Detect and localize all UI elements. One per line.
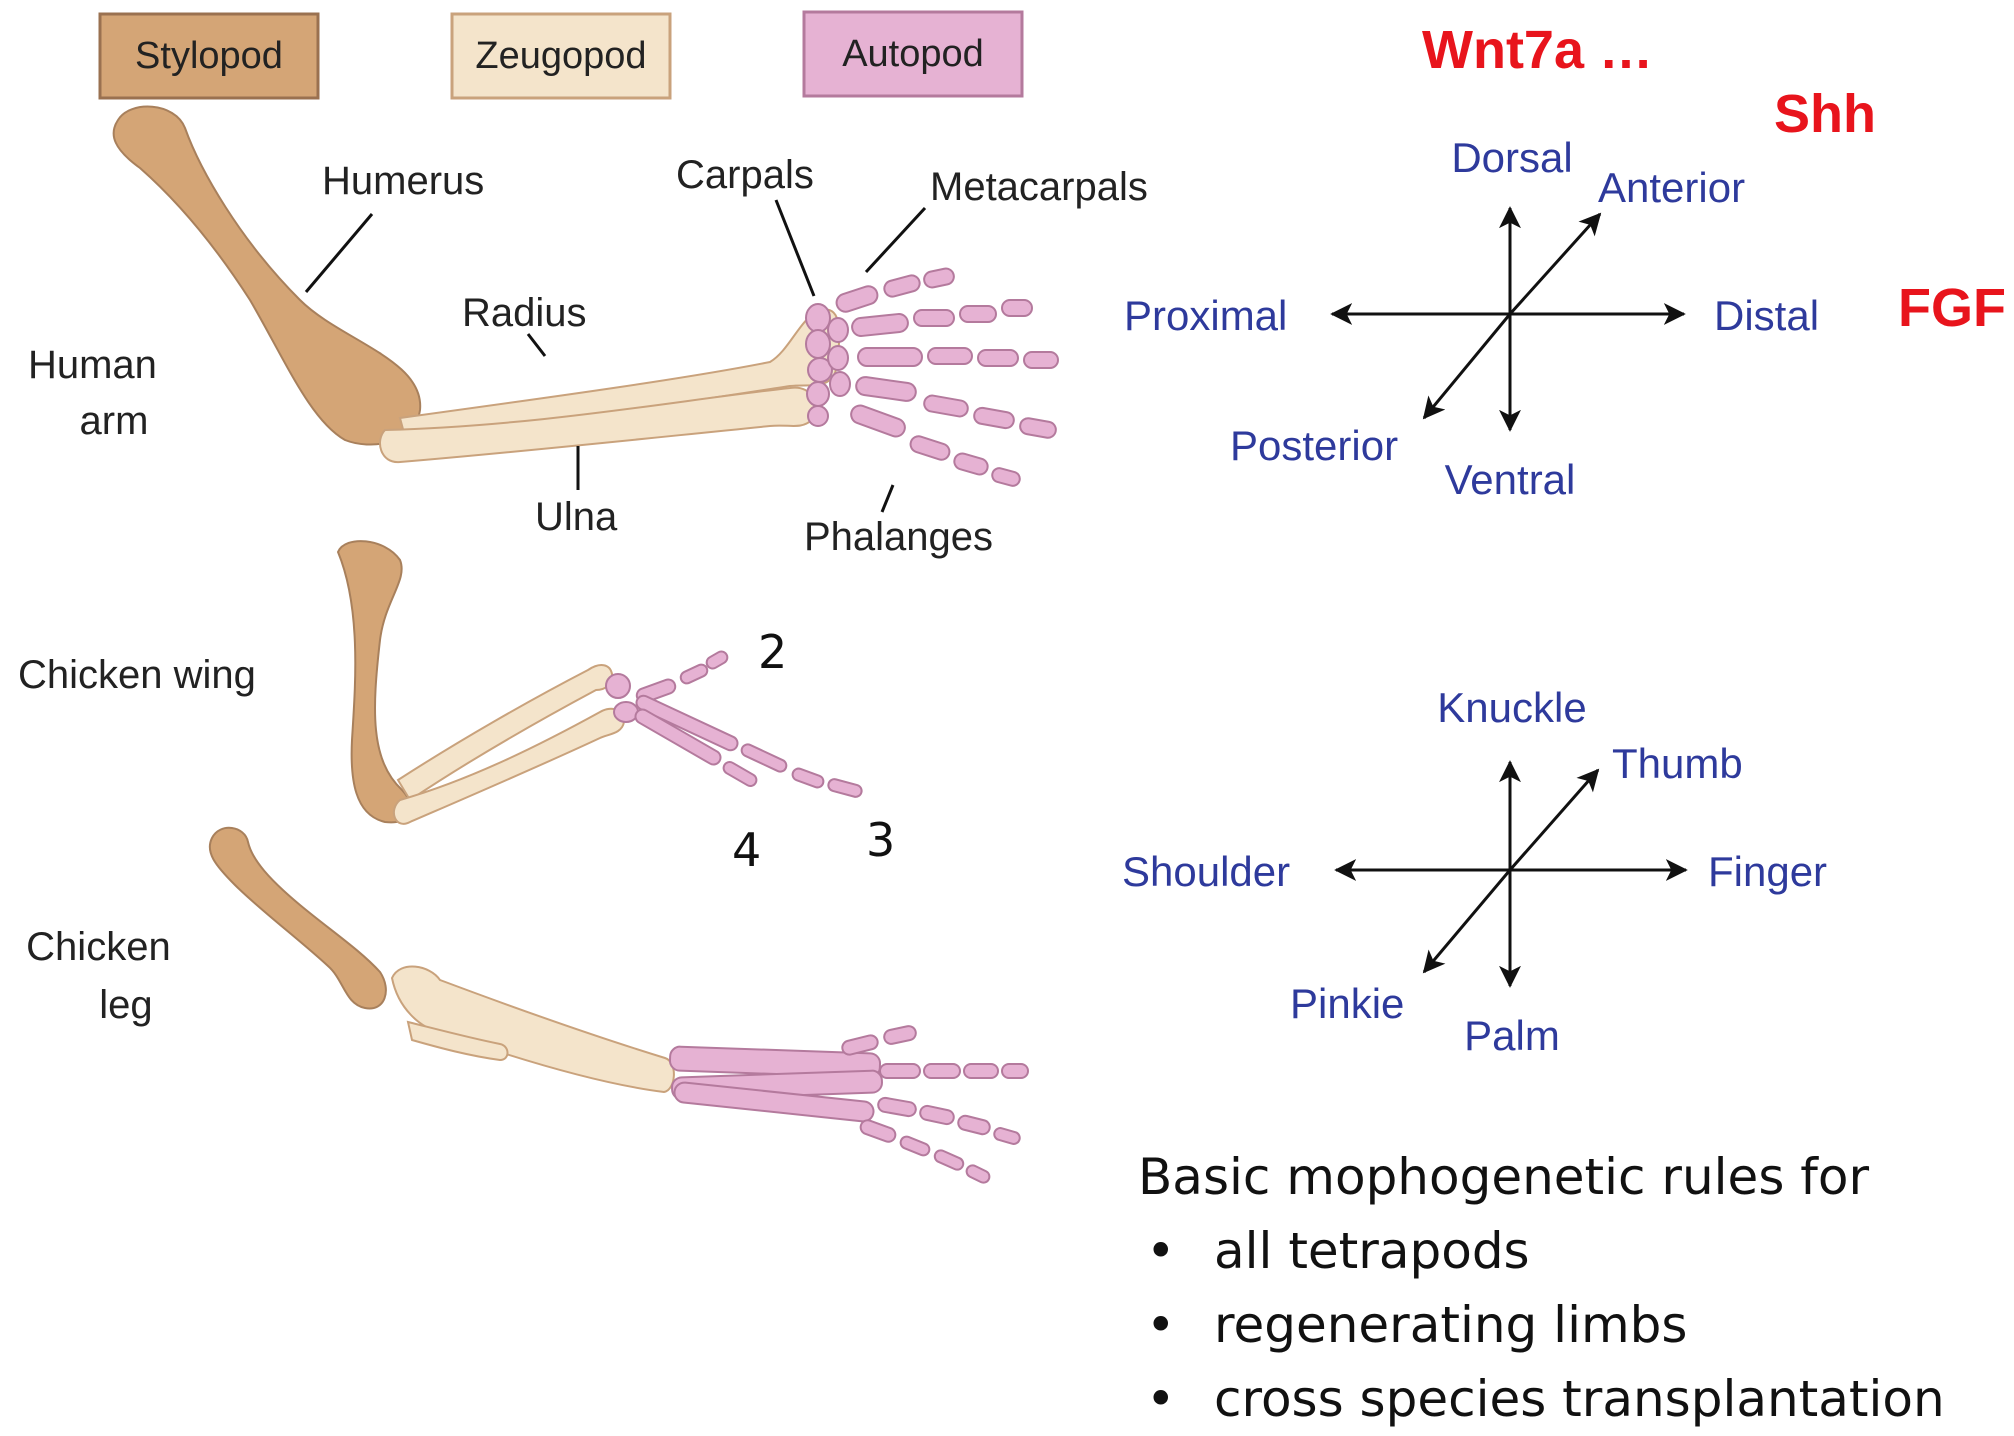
digit-2-label: 2 bbox=[758, 625, 787, 679]
legend-autopod: Autopod bbox=[802, 10, 1024, 98]
signal-wnt7a: Wnt7a … bbox=[1422, 20, 1653, 80]
digit-4-label: 4 bbox=[732, 823, 761, 877]
axis-diagram-top: Dorsal Ventral Proximal Distal Anterior … bbox=[1124, 134, 1819, 503]
axis-top-proximal: Proximal bbox=[1124, 292, 1287, 339]
signal-shh: Shh bbox=[1774, 84, 1876, 144]
humerus-bone bbox=[112, 105, 422, 446]
label-human-arm: Human arm bbox=[28, 343, 168, 443]
axis-top-distal: Distal bbox=[1714, 292, 1819, 339]
label-carpals: Carpals bbox=[676, 153, 814, 197]
digit-numbers: 2 3 4 bbox=[732, 625, 895, 877]
axis-bottom-pinkie: Pinkie bbox=[1290, 980, 1404, 1027]
bullet-dot: • bbox=[1146, 1296, 1176, 1354]
axis-bottom-finger: Finger bbox=[1708, 848, 1827, 895]
wing-ulna bbox=[392, 707, 626, 825]
arrow-pinkie bbox=[1422, 869, 1512, 974]
axis-bottom-shoulder: Shoulder bbox=[1122, 848, 1290, 895]
legend-stylopod: Stylopod bbox=[98, 12, 320, 100]
label-human-arm-line1: Human bbox=[28, 343, 157, 387]
signals: Wnt7a … Shh FGF bbox=[1422, 20, 2006, 338]
label-human-arm-line2: arm bbox=[80, 399, 149, 443]
wing-radius bbox=[396, 664, 614, 802]
axis-top-ventral: Ventral bbox=[1445, 456, 1576, 503]
axis-bottom-thumb: Thumb bbox=[1612, 740, 1743, 787]
rule-item-text: cross species transplantation bbox=[1214, 1370, 1945, 1428]
axis-bottom-knuckle: Knuckle bbox=[1437, 684, 1586, 731]
carpal-bones bbox=[805, 303, 851, 427]
chicken-wing bbox=[336, 540, 863, 825]
digit-3-label: 3 bbox=[866, 813, 895, 867]
legend-zeugopod-label: Zeugopod bbox=[475, 35, 646, 77]
legend-zeugopod: Zeugopod bbox=[450, 12, 672, 100]
axis-top-dorsal: Dorsal bbox=[1451, 134, 1572, 181]
wing-humerus bbox=[336, 540, 413, 824]
human-arm bbox=[112, 105, 1059, 487]
bone-labels: Humerus Radius Ulna Carpals Metacarpals … bbox=[322, 153, 1148, 559]
rule-item: • cross species transplantation bbox=[1138, 1362, 1978, 1436]
bullet-dot: • bbox=[1146, 1370, 1176, 1428]
label-phalanges: Phalanges bbox=[804, 515, 993, 559]
label-leader-lines bbox=[304, 199, 927, 513]
arrow-posterior bbox=[1422, 313, 1512, 420]
label-chicken-leg-line2: leg bbox=[99, 983, 152, 1027]
axis-diagram-bottom: Knuckle Palm Shoulder Finger Thumb Pinki… bbox=[1122, 684, 1827, 1059]
arrow-anterior bbox=[1508, 212, 1602, 316]
rule-item: • all tetrapods bbox=[1138, 1214, 1978, 1288]
label-chicken-leg-line1: Chicken bbox=[26, 925, 171, 969]
label-ulna: Ulna bbox=[535, 495, 618, 539]
leg-fibula bbox=[406, 1020, 509, 1062]
rules-heading: Basic mophogenetic rules for bbox=[1138, 1148, 1870, 1206]
rule-item: • regenerating limbs bbox=[1138, 1288, 1978, 1362]
arrow-thumb bbox=[1508, 768, 1600, 871]
leg-toes bbox=[668, 1025, 1029, 1184]
leg-femur bbox=[208, 827, 387, 1010]
rules-block: Basic mophogenetic rules for • all tetra… bbox=[1138, 1140, 1978, 1436]
finger-bones bbox=[835, 267, 1059, 487]
bullet-dot: • bbox=[1146, 1222, 1176, 1280]
label-chicken-wing: Chicken wing bbox=[18, 653, 256, 697]
legend-stylopod-label: Stylopod bbox=[135, 35, 283, 77]
label-metacarpals: Metacarpals bbox=[930, 165, 1148, 209]
axis-top-posterior: Posterior bbox=[1230, 422, 1398, 469]
label-humerus: Humerus bbox=[322, 159, 484, 203]
axis-top-anterior: Anterior bbox=[1598, 164, 1745, 211]
rule-item-text: regenerating limbs bbox=[1214, 1296, 1688, 1354]
ulna-bone bbox=[379, 386, 817, 464]
legend-autopod-label: Autopod bbox=[842, 33, 984, 75]
wing-digits bbox=[605, 650, 863, 798]
label-radius: Radius bbox=[462, 291, 587, 335]
axis-bottom-palm: Palm bbox=[1464, 1012, 1560, 1059]
chicken-leg bbox=[208, 827, 1029, 1184]
signal-fgf: FGF bbox=[1898, 278, 2006, 338]
label-chicken-leg: Chicken leg bbox=[26, 925, 182, 1027]
rule-item-text: all tetrapods bbox=[1214, 1222, 1530, 1280]
rules-list: • all tetrapods • regenerating limbs • c… bbox=[1138, 1214, 1978, 1436]
